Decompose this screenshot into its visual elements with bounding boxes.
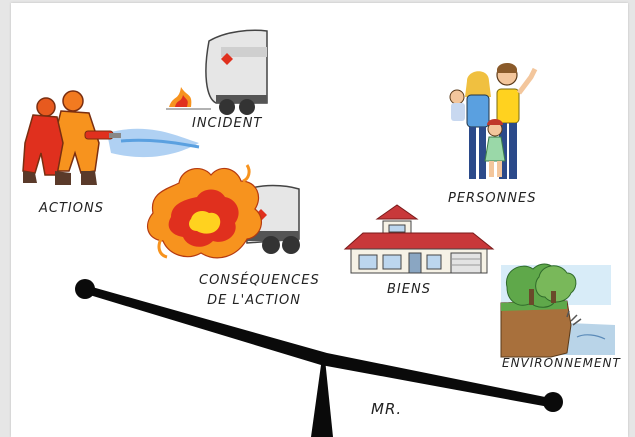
- illustration-svg: [22, 29, 615, 437]
- label-consequences-line2: DE L'ACTION: [207, 293, 301, 308]
- balance-scale-icon: [75, 279, 563, 437]
- trees-cliff-icon: [500, 263, 615, 358]
- label-environnement: ENVIRONNEMENT: [502, 356, 621, 370]
- firefighter-icon: [22, 90, 200, 185]
- family-icon: [449, 63, 538, 179]
- signature: MR.: [371, 400, 403, 418]
- tanker-fire-icon: [146, 164, 300, 259]
- house-icon: [343, 204, 495, 274]
- label-incident: INCIDENT: [192, 116, 263, 131]
- label-actions: ACTIONS: [39, 201, 104, 216]
- illustration-canvas: INCIDENT ACTIONS CONSÉQUENCES DE L'ACTIO…: [11, 3, 628, 437]
- label-biens: BIENS: [387, 282, 431, 297]
- tanker-incident-icon: [166, 29, 268, 115]
- label-personnes: PERSONNES: [448, 191, 537, 206]
- label-consequences-line1: CONSÉQUENCES: [199, 273, 320, 288]
